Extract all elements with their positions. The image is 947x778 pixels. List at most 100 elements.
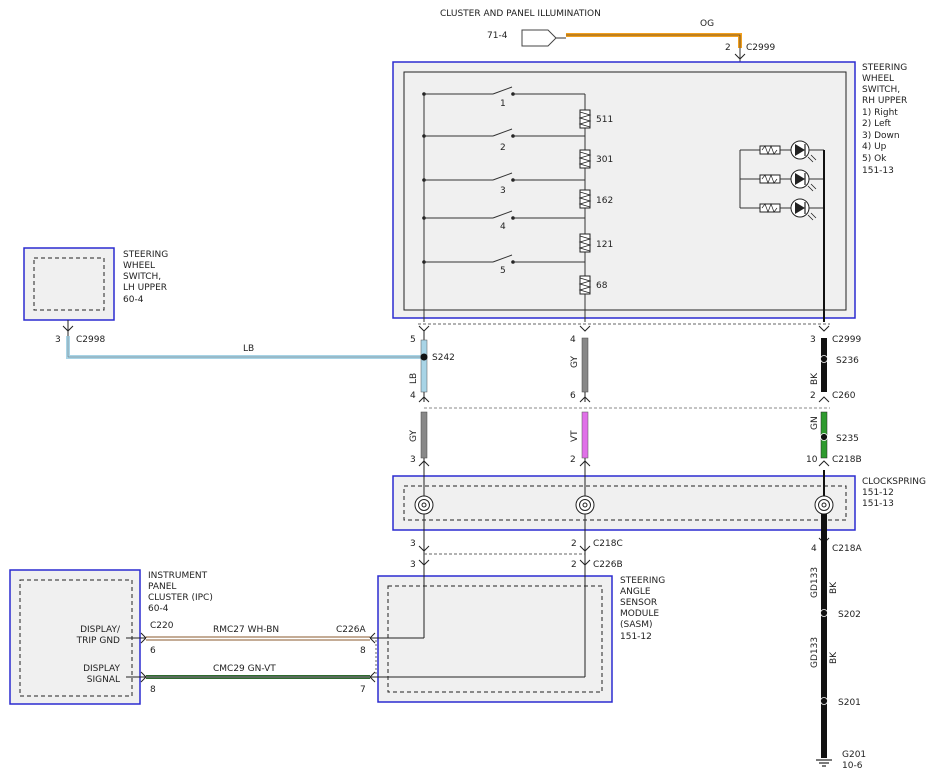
c226b-connector: C226B	[593, 560, 623, 570]
lh-switch-name-2: WHEEL	[123, 261, 155, 271]
rh-switch-name-1: STEERING	[862, 63, 907, 73]
clockspring: CLOCKSPRING 151-12 151-13	[392, 470, 926, 531]
ground-wire: GD133 BK S202 GD133 BK S201 G201 10-6	[810, 514, 866, 771]
switch-4-label: 4	[500, 222, 506, 232]
switch-row-4: 4	[422, 210, 585, 232]
lh-switch-ref: 60-4	[123, 295, 144, 305]
mid-pin-b: 2	[571, 560, 577, 570]
led-3	[740, 198, 824, 221]
left-pin-b: 3	[410, 560, 416, 570]
resistor-162-label: 162	[596, 196, 613, 206]
connector-arrow-icon	[579, 325, 591, 332]
c226a-connector: C226A	[336, 625, 366, 635]
cluster-illumination-ref: 71-4	[487, 31, 508, 41]
c2998-connector: C2998	[76, 335, 105, 345]
mid-pin-top: 4	[570, 335, 576, 345]
sasm-name-2: ANGLE	[620, 587, 651, 597]
gy-wire-left	[420, 411, 428, 459]
right-conn-bottom: C218B	[832, 455, 862, 465]
sasm-module: STEERING ANGLE SENSOR MODULE (SASM) 151-…	[336, 566, 665, 703]
below-clockspring: 3 3 2 2 C218C C226B 4 C218A	[410, 514, 862, 570]
right-wire1-label: BK	[810, 372, 820, 385]
mid-column: 4 GY 6 VT 2	[570, 325, 591, 470]
left-wire1-label: LB	[409, 373, 419, 384]
clockspring-ref-2: 151-13	[862, 499, 894, 509]
connector-arrow-icon	[62, 325, 74, 332]
c220-connector: C220	[150, 621, 174, 631]
switch-1-label: 1	[500, 99, 506, 109]
c2998-pin: 3	[55, 335, 61, 345]
resistor-121: 121	[578, 233, 613, 253]
splice-s235-label: S235	[836, 434, 859, 444]
resistor-162: 162	[578, 189, 613, 209]
rmc27-label: RMC27 WH-BN	[213, 625, 279, 635]
rh-switch-legend-4: 4) Up	[862, 142, 887, 152]
resistor-121-label: 121	[596, 240, 613, 250]
mid-wire2-label: VT	[570, 430, 580, 442]
rh-switch-legend-3: 3) Down	[862, 131, 900, 141]
mid-wire1-label: GY	[570, 355, 580, 368]
og-wire	[566, 33, 742, 48]
lh-switch-name-4: LH UPPER	[123, 283, 167, 293]
switch-row-5: 5	[422, 254, 585, 276]
lb-wire-vertical	[420, 339, 428, 393]
switch-row-3: 3	[422, 172, 585, 196]
ipc-pin1-label-1: DISPLAY/	[80, 625, 121, 635]
c2999-top-pin: 2	[725, 43, 731, 53]
resistor-511-label: 511	[596, 115, 613, 125]
lh-switch-name-3: SWITCH,	[123, 272, 161, 282]
rh-switch-name-2: WHEEL	[862, 74, 894, 84]
rh-switch-name-4: RH UPPER	[862, 96, 907, 106]
lh-switch-name-1: STEERING	[123, 250, 168, 260]
rh-switch-name-3: SWITCH,	[862, 85, 900, 95]
left-pin-top: 5	[410, 335, 416, 345]
ipc-ref: 60-4	[148, 604, 169, 614]
sasm-pin2: 7	[360, 685, 366, 695]
connector-arrow-icon	[579, 460, 591, 467]
splice-s201-label: S201	[838, 698, 861, 708]
og-wire-label: OG	[700, 19, 714, 29]
right-conn-top: C2999	[832, 335, 861, 345]
led-illumination	[739, 140, 825, 322]
g201-ref: 10-6	[842, 761, 863, 771]
led-2	[740, 169, 824, 192]
switch-row-2: 2	[422, 128, 585, 153]
mid-pin-bottom: 2	[570, 455, 576, 465]
clockspring-coil-mid	[575, 495, 595, 515]
resistor-301: 301	[578, 149, 613, 169]
connector-arrow-icon	[579, 559, 591, 566]
mid-pin-a: 2	[571, 539, 577, 549]
resistor-511: 511	[578, 109, 613, 129]
right-conn-mid: C260	[832, 391, 856, 401]
ipc-name-1: INSTRUMENT	[148, 571, 208, 581]
ipc-name-2: PANEL	[148, 582, 176, 592]
c218a-connector: C218A	[832, 544, 862, 554]
switch-5-label: 5	[500, 266, 506, 276]
sasm-name-1: STEERING	[620, 576, 665, 586]
ground-icon	[816, 759, 832, 767]
left-pin-mid: 4	[410, 391, 416, 401]
left-column: 5 S242 LB 4 GY 3	[409, 325, 455, 470]
resistor-68: 68	[578, 275, 608, 295]
switch-2-label: 2	[500, 143, 506, 153]
clockspring-coil-right	[814, 495, 834, 515]
top-input: CLUSTER AND PANEL ILLUMINATION 71-4 OG 2…	[440, 9, 775, 150]
led-1	[740, 140, 824, 163]
c218c-connector: C218C	[593, 539, 623, 549]
splice-s242-label: S242	[432, 353, 455, 363]
rh-switch-ref: 151-13	[862, 166, 894, 176]
lb-wire-label: LB	[243, 344, 254, 354]
connector-arrow-icon	[418, 460, 430, 467]
cluster-illumination-title: CLUSTER AND PANEL ILLUMINATION	[440, 9, 601, 19]
clockspring-name: CLOCKSPRING	[862, 477, 926, 487]
g201-label: G201	[842, 750, 866, 760]
right-column: 3 C2999 S236 BK 2 C260 S235 GN 10 C218B	[806, 325, 862, 467]
ipc-name-3: CLUSTER (IPC)	[148, 593, 213, 603]
ipc-module: INSTRUMENT PANEL CLUSTER (IPC) 60-4 DISP…	[9, 569, 213, 705]
rh-switch-legend-5: 5) Ok	[862, 154, 887, 164]
sasm-pin1: 8	[360, 646, 366, 656]
sasm-name-4: MODULE	[620, 609, 659, 619]
left-pin-a: 3	[410, 539, 416, 549]
bk-wire-upper	[821, 338, 827, 392]
